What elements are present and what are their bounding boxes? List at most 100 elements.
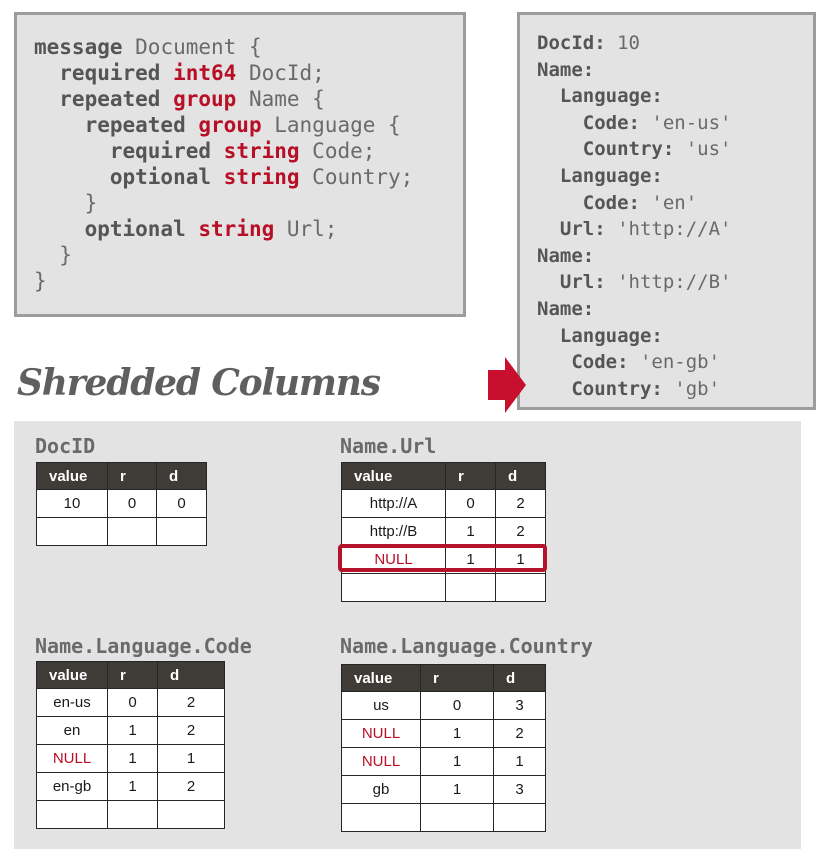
record-line: DocId: 10 (537, 32, 640, 54)
record-line: Code: 'en-us' (537, 111, 732, 134)
value-cell: us (341, 691, 421, 720)
table-row (341, 803, 546, 832)
code-token: Name: (537, 244, 595, 267)
code-token: string (198, 217, 275, 241)
code-token: optional (34, 217, 186, 241)
schema-line: } (34, 269, 47, 293)
column-header-value: value (341, 462, 446, 490)
column-label-name-url: Name.Url (340, 434, 437, 458)
schema-line: repeated group Name { (34, 87, 325, 111)
definition-cell: 2 (495, 489, 546, 518)
repetition-cell (107, 517, 157, 546)
value-cell (341, 803, 421, 832)
value-cell: http://A (341, 489, 446, 518)
code-token: Name: (537, 297, 595, 320)
record-line: Language: (537, 325, 663, 347)
column-header-r: r (420, 664, 494, 692)
code-token: 'http://A' (605, 218, 732, 241)
code-token: } (34, 191, 98, 215)
definition-cell: 2 (157, 688, 225, 717)
code-token: 'en-gb' (628, 351, 721, 374)
code-token: 10 (605, 32, 640, 54)
code-token: message (34, 35, 123, 59)
column-label-docid: DocID (35, 434, 96, 458)
code-token: repeated (34, 87, 161, 111)
definition-cell (493, 803, 546, 832)
repetition-cell: 0 (107, 489, 157, 518)
code-token: Url: (537, 271, 606, 294)
value-cell: http://B (341, 517, 446, 546)
code-token: group (198, 113, 262, 137)
definition-cell: 1 (493, 747, 546, 776)
record-line: Name: (537, 298, 594, 320)
definition-cell: 0 (156, 489, 207, 518)
code-token (186, 113, 199, 137)
repetition-cell: 0 (420, 691, 494, 720)
repetition-cell: 0 (107, 688, 158, 717)
record-line: Country: 'us' (537, 138, 732, 161)
code-token: Language: (537, 85, 663, 108)
schema-line: optional string Country; (34, 165, 413, 189)
code-token: 'http://B' (605, 271, 732, 294)
code-token: 'en-us' (639, 111, 732, 134)
column-header-r: r (107, 661, 158, 689)
code-token: repeated (34, 113, 186, 137)
code-token: } (34, 269, 47, 293)
definition-cell: 2 (493, 719, 546, 748)
code-token: Code: (537, 351, 629, 374)
code-token (211, 139, 224, 163)
definition-cell (156, 517, 207, 546)
value-cell (36, 517, 108, 546)
value-cell (341, 573, 446, 602)
code-token: 'gb' (662, 377, 721, 400)
code-token: required (34, 61, 161, 85)
record-line: Code: 'en' (537, 192, 697, 214)
code-token: Country: (537, 377, 663, 400)
schema-code: message Document { required int64 DocId;… (34, 34, 413, 294)
record-panel: DocId: 10 Name: Language: Code: 'en-us' … (517, 12, 816, 410)
record-line: Url: 'http://A' (537, 218, 732, 241)
table-row (36, 800, 225, 829)
record-line: Country: 'gb' (537, 378, 720, 400)
definition-cell: 2 (495, 517, 546, 546)
column-header-r: r (445, 462, 496, 490)
definition-cell: 1 (157, 744, 225, 773)
value-cell: en-gb (36, 772, 108, 801)
column-header-d: d (495, 462, 546, 490)
definition-cell (157, 800, 225, 829)
code-token: Language { (261, 113, 401, 137)
code-token: optional (34, 165, 212, 189)
code-token: Code; (299, 139, 376, 163)
column-header-value: value (36, 661, 108, 689)
code-token: Country; (299, 165, 414, 189)
table-row (36, 517, 207, 546)
column-header-d: d (493, 664, 546, 692)
value-cell: en-us (36, 688, 108, 717)
schema-line: required int64 DocId; (34, 61, 325, 85)
code-token: } (34, 243, 72, 267)
code-token: Country: (537, 138, 675, 161)
code-token: Code: (537, 111, 640, 134)
definition-cell: 2 (157, 716, 225, 745)
repetition-cell: 1 (107, 716, 158, 745)
column-header-r: r (107, 462, 157, 490)
section-title: Shredded Columns (17, 362, 381, 404)
code-token (186, 217, 199, 241)
code-token: 'us' (674, 138, 732, 161)
schema-line: } (34, 243, 72, 267)
code-token: Document { (122, 35, 262, 59)
code-token: group (173, 87, 237, 111)
